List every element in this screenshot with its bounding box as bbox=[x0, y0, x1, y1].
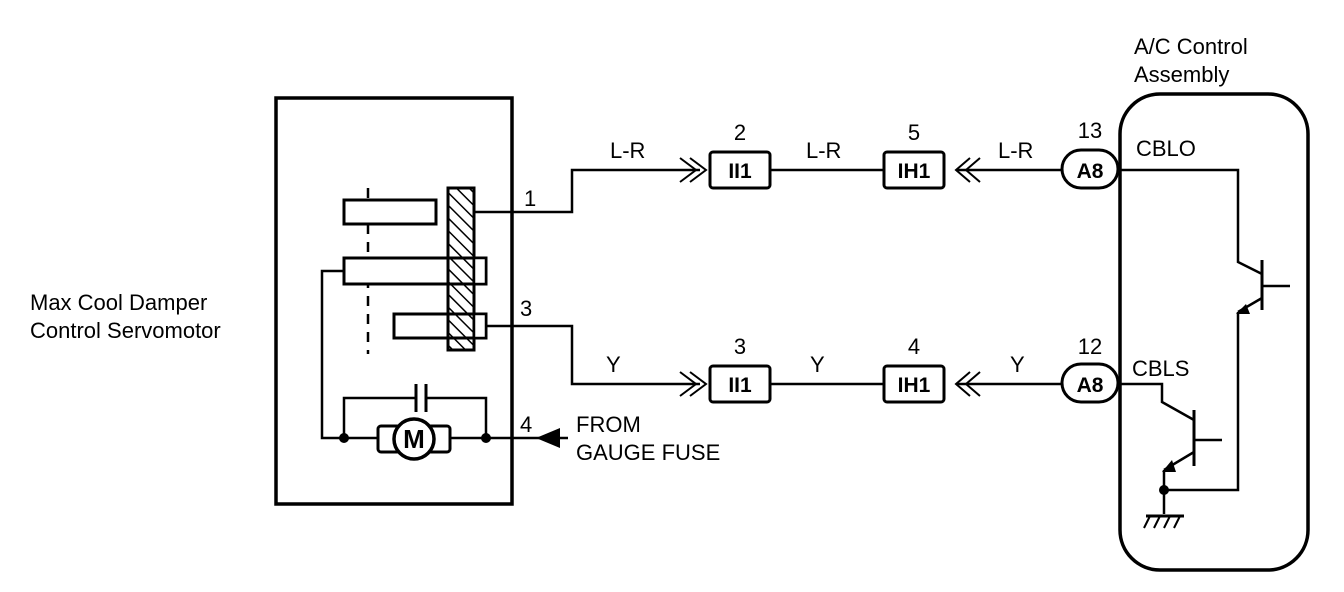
servo-pin-4: 4 bbox=[520, 412, 532, 437]
wire-top bbox=[474, 157, 1062, 214]
power-label-line2: GAUGE FUSE bbox=[576, 440, 720, 465]
servomotor-contact-1 bbox=[342, 198, 438, 226]
connector-a8-bottom-pin: 12 bbox=[1078, 334, 1102, 359]
terminal-cbls: CBLS bbox=[1132, 356, 1189, 381]
connector-arrow-bot-2 bbox=[689, 371, 708, 397]
connector-ih1-top-pin: 5 bbox=[908, 120, 920, 145]
junction-dot-left bbox=[339, 433, 349, 443]
transistor-cblo-arrow-icon bbox=[1236, 304, 1250, 314]
ground-hatch-3 bbox=[1163, 515, 1171, 529]
ac-label-line2: Assembly bbox=[1134, 62, 1229, 87]
connector-ii1-bottom bbox=[708, 364, 772, 404]
wire-top-color-3: L-R bbox=[998, 138, 1033, 163]
wire-top-color-1: L-R bbox=[610, 138, 645, 163]
connector-ih1-bottom-pin: 4 bbox=[908, 334, 920, 359]
servomotor-label-line1: Max Cool Damper bbox=[30, 290, 207, 315]
connector-ih1-top bbox=[882, 150, 946, 190]
power-feed-arrow-icon bbox=[536, 428, 560, 448]
capacitor-wire-left bbox=[342, 396, 416, 438]
connector-ii1-top-label: II1 bbox=[728, 160, 752, 183]
cbls-circuit-wire bbox=[1118, 382, 1195, 422]
wire-bottom-color-1: Y bbox=[606, 352, 621, 377]
wire-top-color-2: L-R bbox=[806, 138, 841, 163]
cblo-circuit-wire bbox=[1118, 168, 1263, 276]
connector-arrow-bot-1 bbox=[679, 371, 698, 397]
capacitor-wire-right bbox=[426, 396, 488, 438]
servo-pin-1: 1 bbox=[524, 186, 536, 211]
wire-bottom-color-2: Y bbox=[810, 352, 825, 377]
connector-arrow-top-1 bbox=[679, 157, 698, 183]
power-label-line1: FROM bbox=[576, 412, 641, 437]
servomotor-wiper-plate bbox=[446, 186, 476, 352]
connector-ii1-top-pin: 2 bbox=[734, 120, 746, 145]
wire-top-segment-1 bbox=[474, 168, 700, 214]
ground-junction-dot bbox=[1159, 485, 1169, 495]
connector-ii1-bottom-pin: 3 bbox=[734, 334, 746, 359]
motor-symbol: M bbox=[403, 424, 425, 454]
wire-bottom-segment-1 bbox=[486, 324, 700, 386]
transistor-cbls-arrow-icon bbox=[1162, 460, 1176, 472]
connector-ii1-top bbox=[708, 150, 772, 190]
connector-a8-bottom-label: A8 bbox=[1077, 374, 1104, 397]
motor-icon bbox=[392, 417, 436, 461]
connector-a8-top-label: A8 bbox=[1077, 160, 1104, 183]
ac-label-line1: A/C Control bbox=[1134, 34, 1248, 59]
ground-hatch-2 bbox=[1153, 515, 1161, 529]
connector-ih1-bottom bbox=[882, 364, 946, 404]
connector-arrow-bot-3 bbox=[954, 371, 971, 397]
servomotor-internal-wire bbox=[320, 269, 344, 440]
connector-arrow-top-4 bbox=[964, 157, 981, 183]
servomotor-tab-3 bbox=[472, 312, 488, 340]
connector-ii1-bottom-label: II1 bbox=[728, 374, 752, 397]
connector-arrow-bot-4 bbox=[964, 371, 981, 397]
ground-hatch-4 bbox=[1173, 515, 1181, 529]
connector-arrow-top-2 bbox=[689, 157, 708, 183]
connector-ih1-top-label: IH1 bbox=[898, 160, 931, 183]
servomotor-tab-2 bbox=[472, 256, 488, 286]
servomotor-label-line2: Control Servomotor bbox=[30, 318, 221, 343]
ac-control-assembly-housing bbox=[1118, 92, 1310, 572]
connector-arrow-top-3 bbox=[954, 157, 971, 183]
terminal-cblo: CBLO bbox=[1136, 136, 1196, 161]
wire-bottom bbox=[486, 324, 1062, 397]
connector-ih1-bottom-label: IH1 bbox=[898, 374, 931, 397]
servo-pin-3: 3 bbox=[520, 296, 532, 321]
ground-hatch-1 bbox=[1143, 515, 1151, 529]
connector-a8-top-pin: 13 bbox=[1078, 118, 1102, 143]
servomotor-component: M bbox=[274, 96, 514, 506]
cblo-return-wire bbox=[1162, 312, 1240, 492]
wire-bottom-color-3: Y bbox=[1010, 352, 1025, 377]
